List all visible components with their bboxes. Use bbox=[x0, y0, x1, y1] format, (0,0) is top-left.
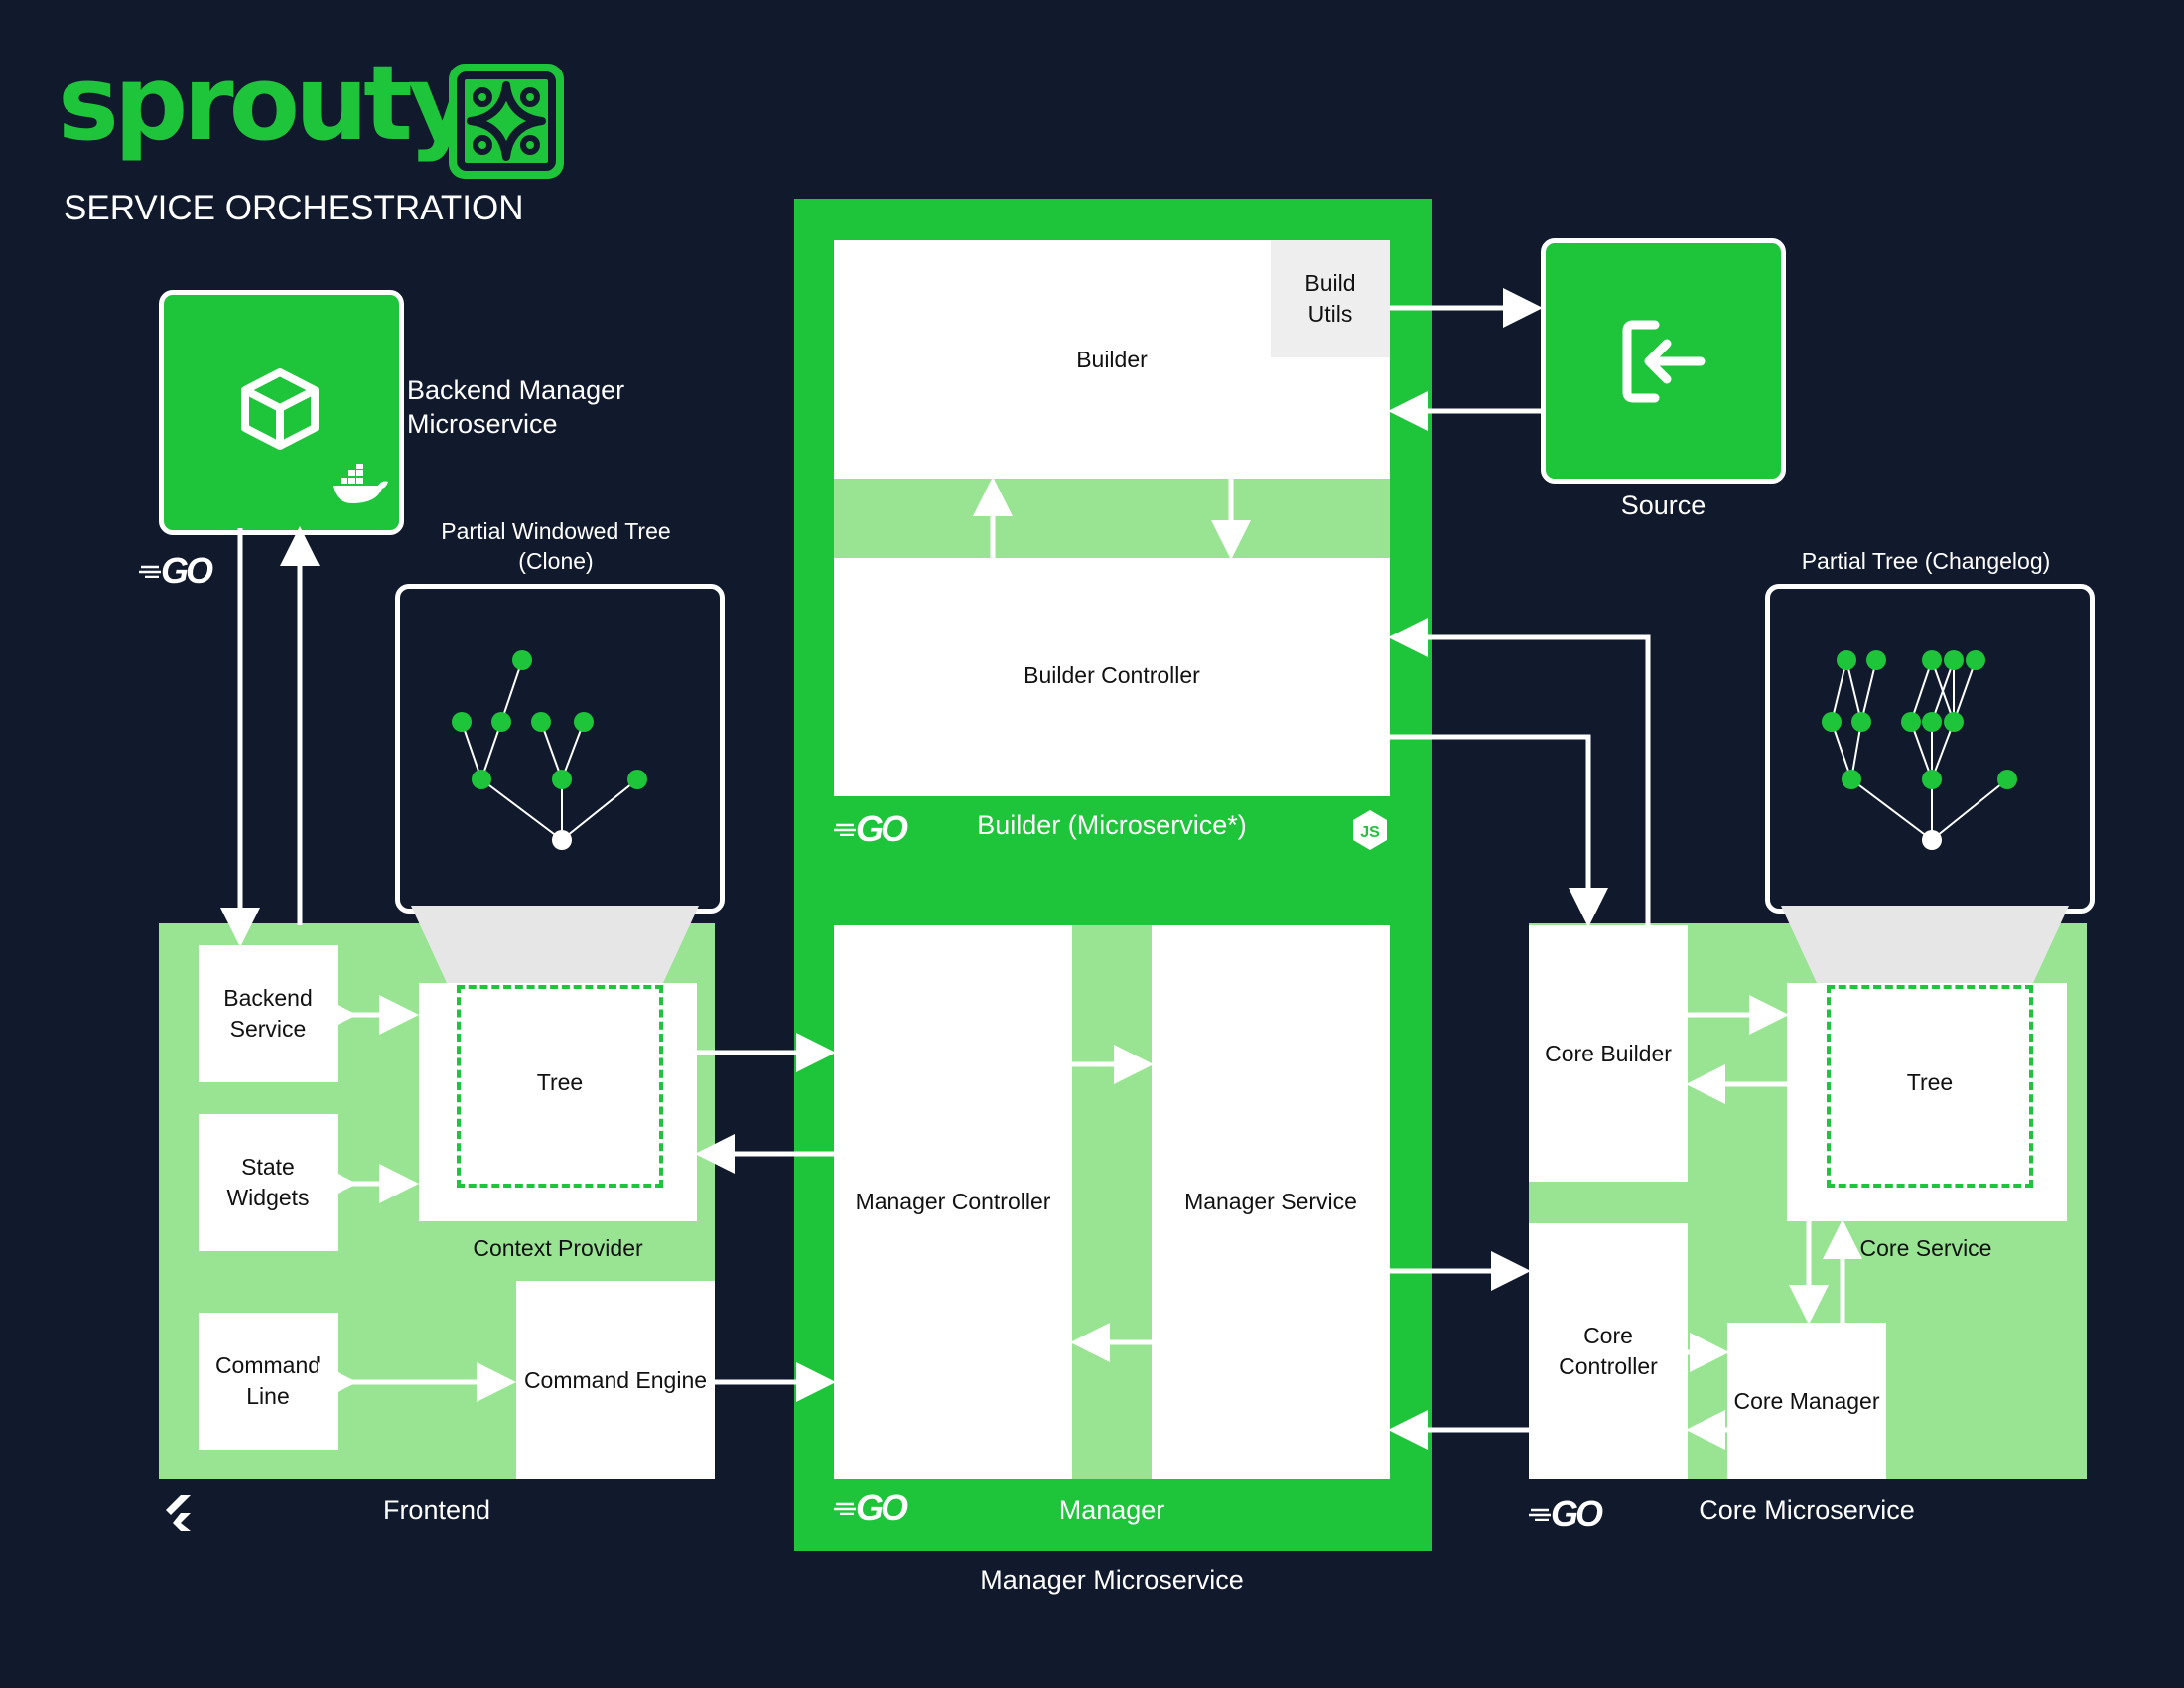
source-box[interactable] bbox=[1541, 238, 1786, 484]
builder-label: Builder bbox=[1076, 346, 1148, 372]
builder-controller-box[interactable] bbox=[834, 558, 1390, 796]
context-provider-box[interactable] bbox=[419, 983, 697, 1221]
funnel-left bbox=[411, 906, 699, 983]
funnel-right bbox=[1781, 906, 2069, 983]
core-controller-box[interactable]: Core Controller bbox=[1529, 1223, 1688, 1479]
context-provider-label: Context Provider bbox=[473, 1235, 643, 1261]
command-engine-box[interactable]: Command Engine bbox=[516, 1281, 715, 1479]
tree-dashed-frame bbox=[1827, 985, 2033, 1188]
core-service-label: Core Service bbox=[1859, 1235, 1992, 1261]
backend-manager-label: Backend Manager Microservice bbox=[407, 375, 625, 439]
core-manager-box[interactable]: Core Manager bbox=[1727, 1323, 1886, 1479]
source-label: Source bbox=[1620, 491, 1706, 520]
tree-graphic bbox=[452, 650, 647, 850]
docker-icon bbox=[333, 464, 388, 503]
core-builder-box[interactable]: Core Builder bbox=[1529, 925, 1688, 1182]
brand-subtitle: SERVICE ORCHESTRATION bbox=[64, 189, 524, 227]
builder-controller-label: Builder Controller bbox=[1024, 661, 1200, 688]
builder-link-band bbox=[834, 479, 1390, 558]
login-icon bbox=[1622, 320, 1706, 403]
core-tree-label: Tree bbox=[1906, 1068, 1954, 1095]
flutter-icon bbox=[166, 1495, 191, 1531]
arrow-builder-controller-to-core bbox=[1390, 734, 1608, 927]
go-logo-icon: GO bbox=[834, 806, 923, 850]
core-service-box[interactable] bbox=[1787, 983, 2067, 1221]
manager-controller-box[interactable] bbox=[834, 925, 1072, 1479]
go-logo-icon: GO bbox=[1529, 1491, 1618, 1535]
sprouty-logo-icon bbox=[449, 64, 564, 179]
build-utils-box[interactable]: Build Utils bbox=[1271, 240, 1390, 357]
frontend-tree-label: Tree bbox=[536, 1068, 584, 1095]
go-logo-icon: GO bbox=[139, 548, 228, 592]
arrow-core-to-builder-controller bbox=[1388, 618, 1651, 925]
command-line-box[interactable]: Command Line bbox=[199, 1313, 338, 1450]
backend-manager-box bbox=[159, 290, 404, 535]
svg-text:JS: JS bbox=[1360, 824, 1380, 841]
cube-icon bbox=[241, 368, 319, 450]
manager-controller-label: Manager Controller bbox=[855, 1188, 1051, 1214]
tree-graphic bbox=[1822, 650, 2017, 850]
partial-windowed-tree-window bbox=[395, 584, 725, 914]
frontend-label: Frontend bbox=[382, 1495, 491, 1525]
nodejs-icon: JS bbox=[1353, 810, 1387, 850]
partial-windowed-tree-label: Partial Windowed Tree (Clone) bbox=[441, 518, 671, 574]
core-microservice-label: Core Microservice bbox=[1699, 1495, 1915, 1525]
manager-service-label: Manager Service bbox=[1184, 1188, 1357, 1214]
manager-label: Manager bbox=[1058, 1495, 1165, 1525]
brand-name: sprouty bbox=[58, 43, 476, 164]
builder-microservice-label: Builder (Microservice*) bbox=[977, 810, 1247, 840]
state-widgets-box[interactable]: State Widgets bbox=[199, 1114, 338, 1251]
tree-dashed-frame bbox=[457, 985, 663, 1188]
manager-service-box[interactable] bbox=[1152, 925, 1390, 1479]
manager-microservice-label: Manager Microservice bbox=[980, 1565, 1244, 1595]
brand-logo: sprouty bbox=[58, 43, 574, 179]
partial-tree-changelog-label: Partial Tree (Changelog) bbox=[1801, 548, 2051, 574]
partial-tree-changelog-window bbox=[1765, 584, 2095, 914]
manager-link-band bbox=[1072, 925, 1152, 1479]
backend-service-box[interactable]: Backend Service bbox=[199, 945, 338, 1082]
go-logo-icon: GO bbox=[834, 1485, 923, 1529]
